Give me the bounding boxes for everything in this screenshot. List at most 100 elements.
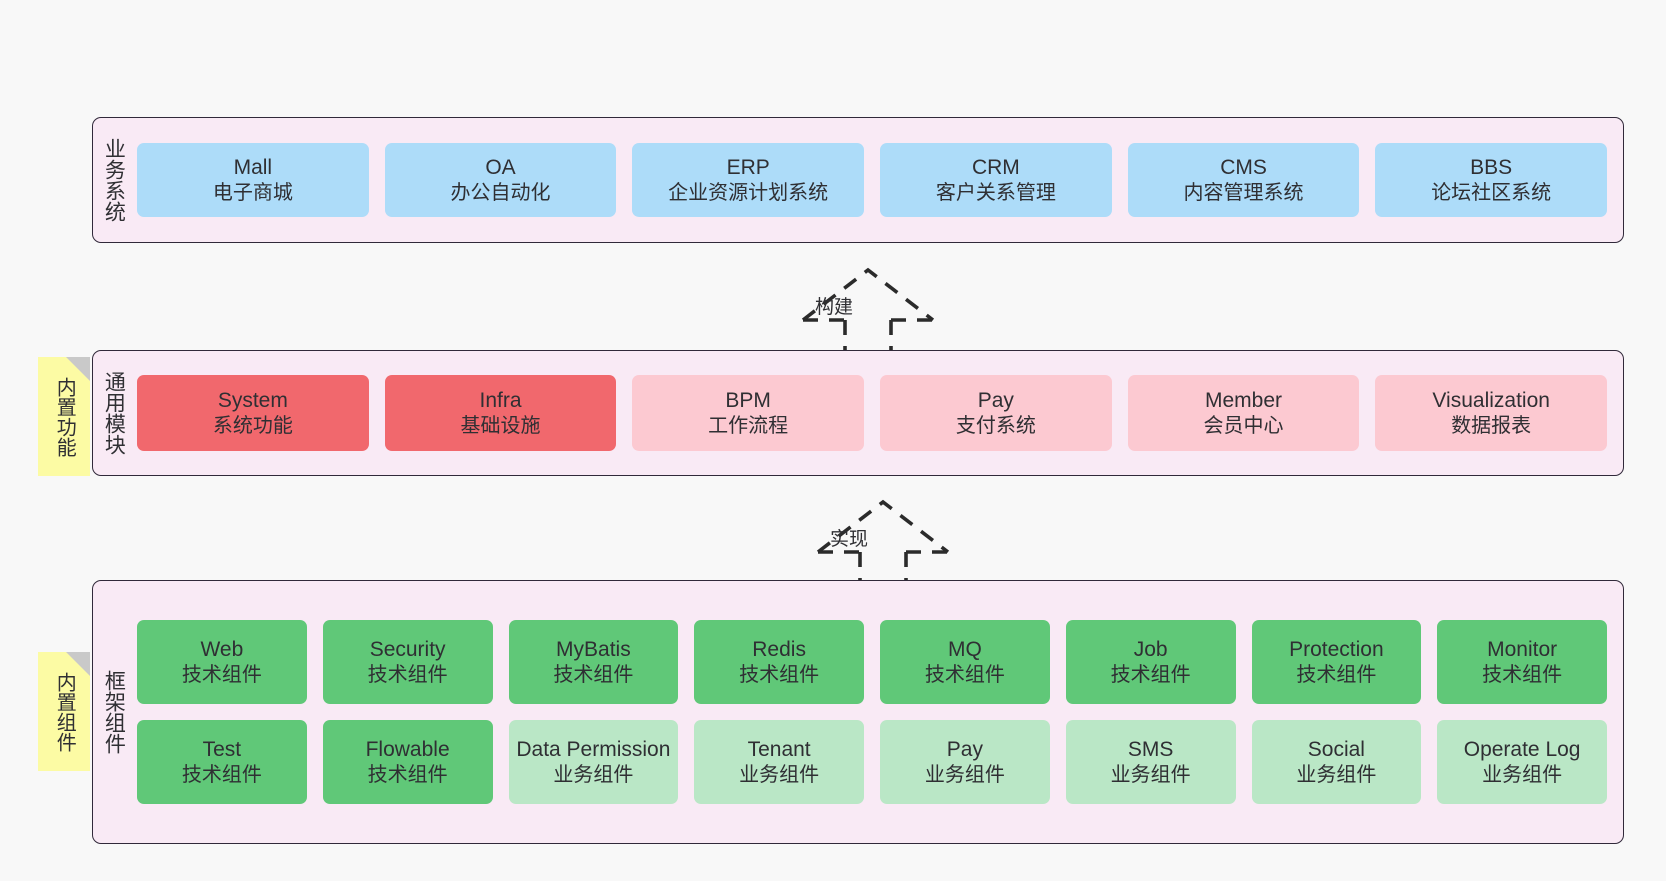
layer-common-module: 通用模块 System 系统功能 Infra 基础设施 BPM 工作流程 Pay… [92,350,1624,476]
module-box-subtitle: 系统功能 [212,414,293,437]
component-box-data-permission[interactable]: Data Permission 业务组件 [508,720,679,804]
component-box-subtitle: 业务组件 [1482,763,1563,786]
module-row: Web 技术组件 Security 技术组件 MyBatis 技术组件 Redi… [137,620,1607,704]
module-box-member[interactable]: Member 会员中心 [1127,375,1360,451]
component-box-subtitle: 技术组件 [924,663,1005,686]
component-box-title: Security [369,638,446,661]
component-box-subtitle: 技术组件 [181,763,262,786]
component-box-subtitle: 业务组件 [1296,763,1377,786]
note-builtin-function: 内置功能 [38,357,90,476]
module-box-subtitle: 基础设施 [460,414,541,437]
component-box-security[interactable]: Security 技术组件 [322,620,493,704]
module-box-title: BPM [725,389,771,412]
component-box-title: Redis [752,638,806,661]
module-box-subtitle: 电子商城 [212,181,293,204]
module-box-title: ERP [726,156,770,179]
connector-implement-arrow [816,499,950,587]
note-fold-corner-icon [66,357,90,381]
component-box-web[interactable]: Web 技术组件 [137,620,307,704]
module-box-infra[interactable]: Infra 基础设施 [384,375,617,451]
module-box-visualization[interactable]: Visualization 数据报表 [1375,375,1608,451]
component-box-title: Operate Log [1463,738,1581,761]
module-box-title: Visualization [1432,389,1550,412]
layer-title-framework-component: 框架组件 [102,670,126,754]
component-box-job[interactable]: Job 技术组件 [1065,620,1236,704]
component-box-sms[interactable]: SMS 业务组件 [1065,720,1236,804]
module-box-subtitle: 工作流程 [708,414,789,437]
component-box-title: Job [1133,638,1168,661]
component-box-subtitle: 技术组件 [181,663,262,686]
component-box-mybatis[interactable]: MyBatis 技术组件 [508,620,679,704]
component-box-subtitle: 业务组件 [924,763,1005,786]
module-box-title: System [217,389,288,412]
component-box-flowable[interactable]: Flowable 技术组件 [322,720,493,804]
layer-business-system: 业务系统 Mall 电子商城 OA 办公自动化 ERP 企业资源计划系统 CRM… [92,117,1624,243]
module-box-subtitle: 客户关系管理 [935,181,1056,204]
module-box-title: Member [1205,389,1283,412]
module-row: System 系统功能 Infra 基础设施 BPM 工作流程 Pay 支付系统… [137,375,1608,451]
note-label: 内置组件 [53,671,76,752]
module-box-mall[interactable]: Mall 电子商城 [137,143,369,217]
component-box-redis[interactable]: Redis 技术组件 [694,620,864,704]
component-box-subtitle: 业务组件 [739,763,820,786]
component-box-title: Monitor [1487,638,1558,661]
module-box-erp[interactable]: ERP 企业资源计划系统 [632,143,865,217]
note-fold-corner-icon [66,652,90,676]
component-box-title: Tenant [747,738,811,761]
module-box-cms[interactable]: CMS 内容管理系统 [1127,143,1360,217]
module-box-subtitle: 数据报表 [1451,414,1532,437]
component-box-operate-log[interactable]: Operate Log 业务组件 [1437,720,1607,804]
component-box-subtitle: 技术组件 [739,663,820,686]
component-box-title: SMS [1127,738,1174,761]
layer-body-common-module: System 系统功能 Infra 基础设施 BPM 工作流程 Pay 支付系统… [133,351,1623,475]
module-box-bbs[interactable]: BBS 论坛社区系统 [1375,143,1608,217]
module-box-subtitle: 支付系统 [955,414,1036,437]
component-box-subtitle: 技术组件 [367,663,448,686]
component-box-social[interactable]: Social 业务组件 [1251,720,1422,804]
component-box-protection[interactable]: Protection 技术组件 [1251,620,1422,704]
component-box-title: Social [1307,738,1365,761]
module-box-title: BBS [1470,156,1513,179]
component-box-title: MyBatis [556,638,631,661]
connector-implement-label: 实现 [830,529,869,550]
module-box-system[interactable]: System 系统功能 [137,375,369,451]
component-box-subtitle: 技术组件 [367,763,448,786]
module-box-crm[interactable]: CRM 客户关系管理 [880,143,1112,217]
layer-title-common-module: 通用模块 [102,371,126,455]
component-box-subtitle: 技术组件 [553,663,634,686]
layer-body-business-system: Mall 电子商城 OA 办公自动化 ERP 企业资源计划系统 CRM 客户关系… [133,118,1623,242]
layer-title-business-system: 业务系统 [102,138,126,222]
module-box-pay[interactable]: Pay 支付系统 [880,375,1112,451]
note-builtin-component: 内置组件 [38,652,90,771]
component-box-title: Data Permission [516,738,671,761]
component-box-subtitle: 业务组件 [553,763,634,786]
layer-body-framework-component: Web 技术组件 Security 技术组件 MyBatis 技术组件 Redi… [133,581,1623,843]
module-box-subtitle: 内容管理系统 [1183,181,1304,204]
component-box-title: MQ [947,638,982,661]
module-box-subtitle: 会员中心 [1203,414,1284,437]
component-box-subtitle: 技术组件 [1482,663,1563,686]
component-box-pay[interactable]: Pay 业务组件 [880,720,1050,804]
module-row: Test 技术组件 Flowable 技术组件 Data Permission … [137,720,1607,804]
component-box-title: Test [202,738,242,761]
component-box-tenant[interactable]: Tenant 业务组件 [694,720,864,804]
module-box-subtitle: 论坛社区系统 [1431,181,1552,204]
module-box-subtitle: 办公自动化 [450,181,551,204]
module-box-oa[interactable]: OA 办公自动化 [384,143,617,217]
component-box-monitor[interactable]: Monitor 技术组件 [1437,620,1607,704]
component-box-subtitle: 业务组件 [1110,763,1191,786]
component-box-subtitle: 技术组件 [1110,663,1191,686]
module-box-bpm[interactable]: BPM 工作流程 [632,375,865,451]
component-box-test[interactable]: Test 技术组件 [137,720,307,804]
component-box-subtitle: 技术组件 [1296,663,1377,686]
component-box-title: Pay [946,738,983,761]
module-box-title: Pay [977,389,1014,412]
component-box-mq[interactable]: MQ 技术组件 [880,620,1050,704]
component-box-title: Protection [1289,638,1384,661]
module-box-subtitle: 企业资源计划系统 [668,181,829,204]
component-box-title: Flowable [365,738,450,761]
layer-framework-component: 框架组件 Web 技术组件 Security 技术组件 MyBatis 技术组件… [92,580,1624,844]
module-box-title: CRM [971,156,1020,179]
module-box-title: CMS [1220,156,1267,179]
